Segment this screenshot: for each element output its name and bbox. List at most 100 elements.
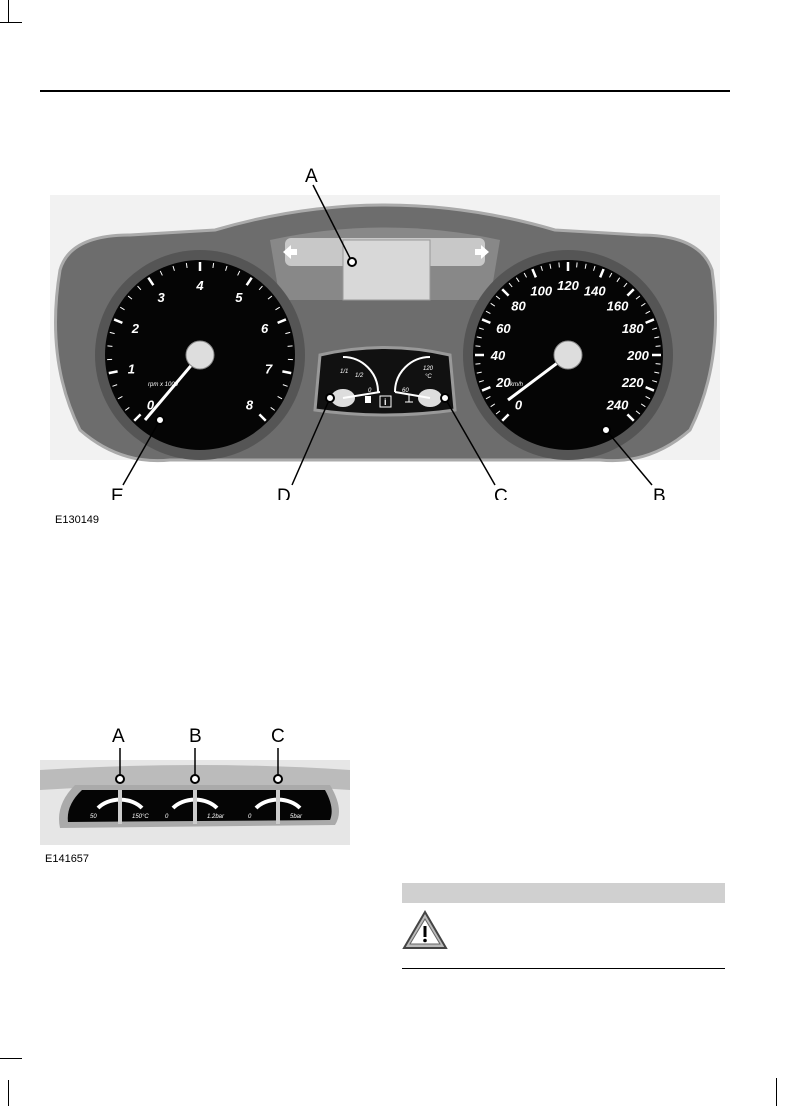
callout-c: C: [271, 726, 285, 747]
tick-mark: [481, 385, 491, 392]
gauge-min: 50: [90, 814, 97, 820]
tick-mark: [640, 403, 646, 408]
tick-mark: [277, 396, 283, 400]
crop-mark: [8, 1080, 9, 1106]
gauge-min: 0: [248, 814, 252, 820]
tick-mark: [531, 268, 538, 278]
gauge-max: 1.2bar: [207, 814, 225, 820]
tick-mark: [654, 336, 660, 339]
info-icon: [379, 395, 392, 408]
tick-mark: [245, 276, 253, 286]
tick-mark: [476, 371, 482, 374]
tick-mark: [282, 370, 292, 375]
header-rule: [40, 90, 730, 92]
dial-number: 80: [511, 299, 526, 314]
gauge-max: 150°C: [132, 814, 149, 820]
gauge: 0 5bar: [248, 790, 303, 824]
speed-unit: km/h: [510, 382, 524, 388]
tick-mark: [275, 306, 281, 311]
tick-mark: [476, 336, 482, 339]
tick-mark: [225, 265, 228, 271]
tick-mark: [113, 318, 123, 325]
tick-mark: [108, 370, 118, 375]
tick-mark: [508, 282, 513, 288]
fuel-gauge: 1/1 1/2 0: [331, 356, 381, 407]
tick-mark: [125, 407, 130, 411]
svg-text:0: 0: [368, 388, 372, 394]
tick-mark: [159, 270, 163, 276]
tick-mark: [127, 295, 133, 300]
tick-mark: [540, 265, 543, 271]
dial-number: 7: [265, 362, 273, 377]
callout-b: B: [653, 486, 666, 500]
svg-text:120: 120: [423, 366, 434, 372]
tick-mark: [270, 407, 275, 411]
dial-number: 8: [246, 397, 254, 412]
dial-number: 5: [235, 290, 243, 305]
dial-number: 240: [606, 397, 629, 412]
callout-c: C: [494, 486, 508, 500]
tick-mark: [635, 410, 641, 415]
dial-number: 180: [622, 321, 644, 336]
dial-number: 60: [496, 321, 511, 336]
tick-mark: [267, 295, 273, 300]
crop-mark: [0, 22, 22, 23]
callout-e: E: [111, 486, 124, 500]
callout-a: A: [305, 166, 318, 187]
temp-gauge: 120 °C 60: [394, 356, 442, 407]
tick-mark: [285, 331, 291, 335]
callout-d: D: [277, 486, 291, 500]
tick-mark: [481, 318, 491, 325]
tick-mark: [133, 413, 142, 422]
tick-mark: [523, 272, 527, 278]
dial-number: 0: [515, 397, 523, 412]
tick-mark: [645, 385, 655, 392]
tick-mark: [490, 403, 496, 408]
dial-number: 220: [621, 375, 644, 390]
dial-number: 140: [584, 283, 606, 298]
warning-triangle-icon: [402, 910, 448, 949]
tick-mark: [185, 262, 188, 269]
tick-mark: [112, 384, 118, 387]
tick-mark: [635, 295, 641, 300]
tick-mark: [598, 268, 605, 278]
thermometer-icon: [405, 395, 413, 403]
dial-number: 0: [147, 397, 155, 412]
gauge: 0 1.2bar: [165, 790, 225, 824]
tick-mark: [584, 263, 587, 269]
callout-a: A: [112, 726, 125, 747]
tick-mark: [501, 288, 510, 297]
dial-number: 40: [490, 348, 506, 363]
tick-mark: [623, 282, 628, 288]
tick-mark: [119, 306, 125, 311]
tick-mark: [645, 318, 655, 325]
dial-number: 120: [557, 278, 579, 293]
tick-mark: [640, 302, 646, 307]
crop-mark: [8, 0, 9, 22]
tick-mark: [258, 285, 263, 291]
tick-mark: [485, 310, 491, 314]
dial-number: 3: [157, 290, 165, 305]
tick-mark: [478, 327, 484, 330]
tick-mark: [515, 277, 520, 283]
tick-mark: [654, 371, 660, 374]
gauge-min: 0: [165, 814, 169, 820]
gauge-max: 5bar: [290, 814, 303, 820]
tick-mark: [549, 263, 552, 269]
svg-text:i: i: [384, 397, 387, 407]
tick-mark: [490, 302, 496, 307]
svg-text:1/1: 1/1: [340, 369, 348, 375]
tick-mark: [609, 272, 613, 278]
tick-mark: [258, 413, 267, 422]
warning-rule: [402, 968, 725, 969]
tick-mark: [495, 295, 501, 300]
tick-mark: [282, 384, 288, 387]
tick-mark: [147, 276, 155, 286]
dial-number: 6: [261, 321, 269, 336]
tick-mark: [495, 410, 501, 415]
dial-number: 1: [128, 362, 135, 377]
tick-mark: [626, 413, 635, 422]
dial-number: 200: [626, 348, 649, 363]
